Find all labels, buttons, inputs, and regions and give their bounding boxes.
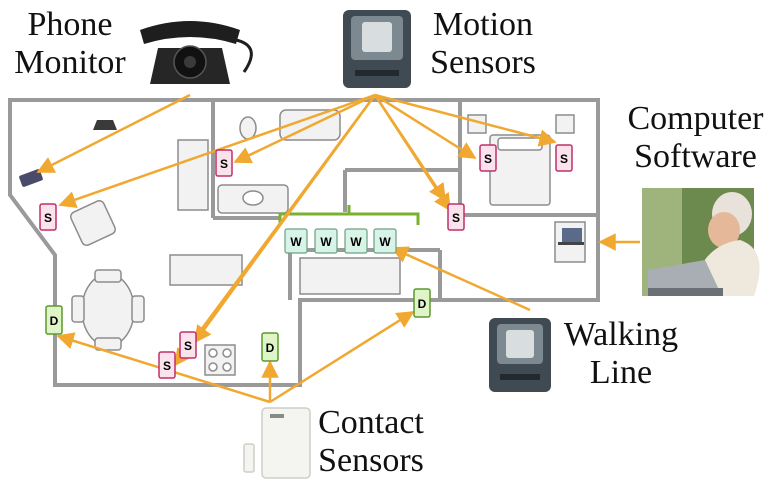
walking-line: [278, 205, 420, 225]
motion-sensors-label: Motion Sensors: [418, 6, 548, 82]
motion-sensors-label-line-1: Motion: [432, 6, 534, 43]
outer-wall: [8, 98, 600, 387]
svg-text:W: W: [320, 235, 332, 249]
motion-sensors-label-line-2: Sensors: [430, 44, 536, 81]
walking-tag-3: W: [344, 228, 368, 254]
motion-tag-living: S: [39, 203, 57, 231]
arrow-motion-to-s-bed1: [374, 93, 477, 160]
contact-sensors-label-line-2: Sensors: [318, 442, 424, 479]
phone-monitor-label-line-1: Phone: [27, 6, 113, 43]
chair-2: [131, 295, 145, 323]
armchair: [69, 199, 117, 247]
chair-3: [94, 269, 122, 283]
svg-text:W: W: [379, 235, 391, 249]
computer-software-label-line-1: Computer: [627, 100, 764, 137]
sofa-lower-room: [299, 257, 401, 295]
arrow-contact-to-d-right: [269, 310, 415, 404]
pillow: [497, 137, 543, 151]
door-tag-mid: D: [261, 332, 279, 362]
walking-sensor-device-icon: [489, 318, 551, 392]
svg-text:S: S: [184, 339, 192, 353]
arrow-phone-to-device: [36, 93, 191, 174]
svg-text:S: S: [484, 152, 492, 166]
computer-user-picture: [642, 188, 760, 296]
walking-line-label: Walking Line: [556, 316, 686, 392]
motion-tag-bed1: S: [479, 144, 497, 172]
contact-sensors-label-line-1: Contact: [318, 404, 424, 441]
plan-phone-icon: [93, 120, 117, 130]
computer-software-label: Computer Software: [618, 100, 773, 176]
arrow-motion-to-s-dining2: [193, 94, 377, 344]
motion-sensor-tags: S S S S S S S: [39, 144, 573, 379]
toilet: [239, 116, 257, 140]
motion-tag-kitchen-low: S: [158, 351, 176, 379]
motion-tag-kitchen: S: [215, 149, 233, 177]
arrow-motion-to-s-kitchen: [233, 93, 376, 164]
nightstand-right: [555, 114, 575, 134]
furniture: [69, 109, 586, 376]
chair-1: [71, 295, 85, 323]
walking-tag-2: W: [314, 228, 338, 254]
contact-sensors-label: Contact Sensors: [306, 404, 436, 480]
svg-text:D: D: [50, 314, 59, 328]
svg-text:W: W: [290, 235, 302, 249]
walking-tag-4: W: [373, 228, 397, 254]
svg-text:D: D: [266, 341, 275, 355]
svg-text:S: S: [452, 211, 460, 225]
phone-monitor-label-line-2: Monitor: [14, 44, 126, 81]
walking-line-label-line-2: Line: [589, 354, 653, 391]
svg-text:S: S: [44, 211, 52, 225]
svg-text:S: S: [560, 152, 568, 166]
arrows: [36, 93, 640, 404]
motion-sensor-device-icon: [343, 10, 411, 88]
walking-sensor-tags: W W W W: [284, 228, 397, 254]
svg-text:D: D: [418, 297, 427, 311]
burner-2: [222, 348, 232, 358]
kitchen-counter: [169, 254, 243, 286]
motion-tag-dining: S: [179, 331, 197, 359]
burner-4: [222, 362, 232, 372]
walking-tag-1: W: [284, 228, 308, 254]
walking-line-label-line-1: Walking: [563, 316, 679, 353]
dining-table: [81, 273, 135, 347]
svg-text:W: W: [350, 235, 362, 249]
plan-devices: [19, 120, 584, 245]
svg-text:S: S: [163, 359, 171, 373]
arrow-motion-to-s-bed2: [374, 93, 557, 147]
stove: [204, 344, 236, 376]
motion-tag-bed2: S: [555, 144, 573, 172]
door-tag-left: D: [45, 305, 63, 335]
contact-sensor-device-icon: [243, 407, 311, 479]
telephone-icon: [140, 21, 253, 84]
burner-3: [208, 362, 218, 372]
plan-monitor-device-icon: [19, 169, 43, 187]
burner-1: [208, 348, 218, 358]
arrow-motion-to-s-hall2: [373, 94, 447, 202]
computer-software-label-line-2: Software: [634, 138, 757, 175]
plan-laptop-icon: [562, 228, 582, 242]
phone-monitor-label: Phone Monitor: [0, 6, 140, 82]
shelf: [177, 139, 209, 211]
sink: [242, 190, 264, 206]
plan-laptop-base-icon: [558, 242, 584, 245]
svg-text:S: S: [220, 157, 228, 171]
chair-4: [94, 337, 122, 351]
arrow-walking-to-line: [390, 246, 531, 312]
door-sensor-tags: D D D: [45, 288, 431, 362]
door-tag-right: D: [413, 288, 431, 318]
motion-tag-hall: S: [447, 203, 465, 231]
